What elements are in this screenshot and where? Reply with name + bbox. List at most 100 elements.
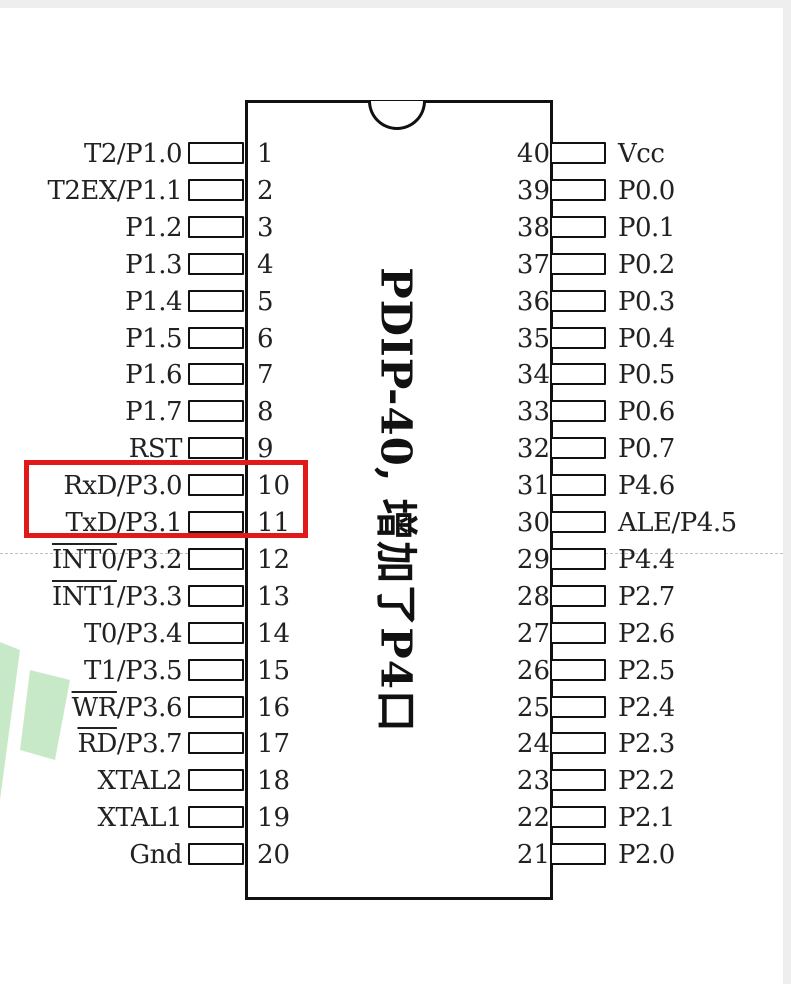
pin-number: 2 [257, 175, 274, 206]
pin-signal-label: ALE/P4.5 [618, 508, 737, 538]
pin-number: 6 [257, 323, 274, 354]
pin-number: 16 [257, 692, 291, 723]
pin-signal-label: RD/P3.7 [77, 729, 182, 760]
pin-pad [188, 252, 244, 275]
pin-number: 36 [516, 286, 550, 317]
pin-signal-label: T2/P1.0 [84, 139, 183, 169]
pin-number: 1 [257, 139, 274, 169]
pin-number: 17 [257, 729, 291, 760]
pin-pad [188, 178, 244, 201]
pin-number: 19 [257, 803, 291, 834]
pin-number: 40 [516, 139, 550, 169]
pin-signal-label: INT0/P3.2 [51, 544, 183, 575]
pin-signal-label: T1/P3.5 [84, 655, 183, 686]
pin-signal-label: XTAL1 [97, 803, 182, 834]
pin-pad [188, 511, 244, 533]
pin-pad [188, 363, 244, 386]
left-pin-17: RD/P3.7 17 [0, 728, 290, 760]
pin-pad [550, 547, 606, 570]
pin-signal-label: P2.7 [618, 581, 675, 612]
pin-pad [550, 142, 606, 164]
pin-pad [188, 584, 244, 607]
pin-number: 23 [516, 766, 550, 797]
pin-pad [188, 142, 244, 164]
pin-signal-label: P2.4 [618, 692, 675, 723]
chip-body [245, 100, 553, 900]
pin-number: 12 [257, 544, 291, 575]
pin-pad [188, 400, 244, 423]
pin-signal-label: T0/P3.4 [84, 618, 183, 649]
pin-pad [188, 215, 244, 238]
pin-number: 10 [257, 471, 291, 502]
pin-number: 38 [516, 212, 550, 243]
pin-number: 14 [257, 618, 291, 649]
left-pin-19: XTAL1 19 [0, 802, 290, 834]
frame-border-right [783, 0, 791, 984]
pin-pad [550, 843, 606, 866]
pin-pad [188, 437, 244, 460]
pin-pad [188, 621, 244, 644]
pin-number: 8 [257, 397, 274, 428]
pin-pad [188, 769, 244, 792]
pin-pad [188, 326, 244, 349]
chip-label: PDIP-40, 增加了P4口 [371, 267, 421, 733]
pin-pad [550, 806, 606, 829]
pin-pad [550, 769, 606, 792]
left-pin-10: RxD/P3.0 10 [0, 470, 290, 502]
right-pin-40: Vcc 40 [517, 138, 791, 169]
pin-signal-label: P2.1 [618, 803, 675, 834]
pin-pad [188, 289, 244, 312]
pin-signal-label: RxD/P3.0 [63, 471, 182, 502]
pin-signal-label: Vcc [618, 139, 665, 169]
pin-signal-label: P2.6 [618, 618, 675, 649]
pin-signal-label: WR/P3.6 [71, 692, 183, 723]
pin-number: 31 [516, 471, 550, 502]
pin-pad [188, 695, 244, 718]
left-pin-13: INT1/P3.3 13 [0, 581, 290, 612]
pin-number: 32 [516, 434, 550, 465]
pin-pad [550, 363, 606, 386]
right-pin-23: P2.2 23 [517, 765, 791, 797]
left-pin-6: P1.5 6 [0, 323, 273, 354]
pin-signal-label: P2.5 [618, 655, 675, 686]
pin-signal-label: P0.6 [618, 397, 675, 428]
pin-pad [550, 695, 606, 718]
pin-signal-label: P1.2 [125, 212, 182, 243]
left-pin-16: WR/P3.6 16 [0, 692, 291, 723]
pin-number: 15 [257, 655, 291, 686]
left-pin-12: INT0/P3.2 12 [0, 544, 290, 575]
pin-number: 13 [257, 581, 291, 612]
pin-number: 34 [516, 360, 550, 391]
pin-pad [550, 178, 606, 201]
pin-signal-label: P1.5 [125, 323, 182, 354]
pin-number: 21 [516, 840, 550, 871]
pin-pad [550, 215, 606, 238]
pin-number: 25 [516, 692, 550, 723]
pin-signal-label: RST [128, 434, 183, 465]
right-pin-31: P4.6 31 [517, 470, 791, 502]
pin-signal-label: P4.6 [618, 471, 675, 502]
pin-pad [550, 252, 606, 275]
left-pin-14: T0/P3.4 14 [0, 618, 290, 649]
pin-signal-label: INT1/P3.3 [51, 581, 183, 612]
pin-signal-label: P2.2 [618, 766, 675, 797]
pin-number: 5 [257, 286, 274, 317]
pin-pad [550, 732, 606, 755]
pin-signal-label: P0.4 [618, 323, 675, 354]
pin-number: 24 [516, 729, 550, 760]
